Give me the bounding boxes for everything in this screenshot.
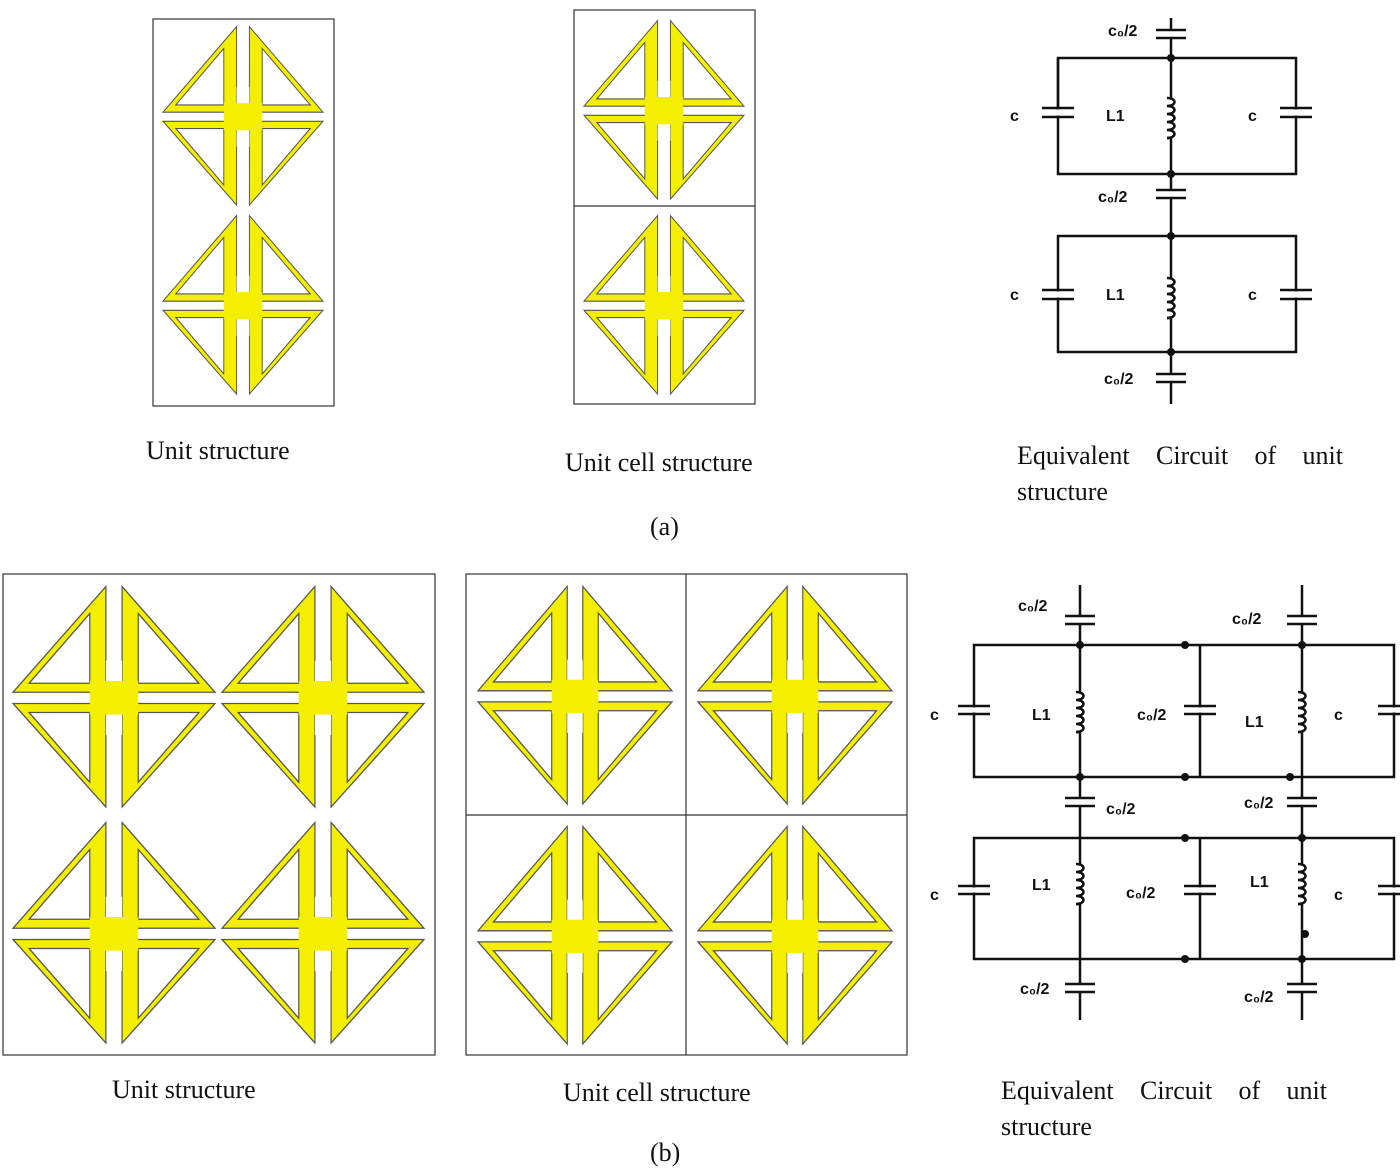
caption-unit-structure-b: Unit structure [112, 1075, 256, 1104]
equivalent-circuit-b [958, 585, 1400, 1020]
label-c0-mid-right-b: c₀/2 [1244, 795, 1274, 812]
label-c-left-b: c [930, 707, 939, 724]
caption-circuit-b: Equivalent Circuit of unit structure [1001, 1076, 1327, 1141]
label-c-left-b2: c [930, 887, 939, 904]
label-c0-top-a: c₀/2 [1108, 23, 1138, 40]
label-c0-top-right-b: c₀/2 [1232, 611, 1262, 628]
panel-tag-b: (b) [650, 1138, 681, 1167]
unit-structure-a [152, 18, 335, 407]
label-c0-mid-left-b: c₀/2 [1106, 801, 1136, 818]
label-c0-top-left-b: c₀/2 [1018, 598, 1048, 615]
unit-cell-b [465, 573, 908, 1056]
equivalent-circuit-a [1042, 18, 1312, 404]
unit-structure-b [2, 573, 436, 1056]
label-l1-right-b2: L1 [1250, 874, 1269, 891]
label-c-right-b: c [1334, 707, 1343, 724]
caption-unit-structure-a: Unit structure [146, 436, 290, 465]
label-c-right-a: c [1248, 108, 1257, 125]
label-l1-left-b: L1 [1032, 707, 1051, 724]
unit-cell-a [573, 9, 756, 405]
label-c-left-a2: c [1010, 287, 1019, 304]
panel-tag-a: (a) [650, 512, 679, 541]
label-c0-bottom-left-b: c₀/2 [1020, 981, 1050, 998]
label-c0-mid-lower-b: c₀/2 [1126, 885, 1156, 902]
label-c-right-b2: c [1334, 887, 1343, 904]
label-c0-bottom-right-b: c₀/2 [1244, 989, 1274, 1006]
label-l1-a: L1 [1106, 108, 1125, 125]
caption-unit-cell-a: Unit cell structure [565, 448, 753, 477]
label-c-right-a2: c [1248, 287, 1257, 304]
label-l1-right-b: L1 [1245, 714, 1264, 731]
label-c-left-a: c [1010, 108, 1019, 125]
label-l1-a2: L1 [1106, 287, 1125, 304]
caption-circuit-a: Equivalent Circuit of unit structure [1017, 441, 1343, 506]
circuit-b-labels: c₀/2 c₀/2 c L1 c₀/2 L1 c c₀/2 c₀/2 c L1 … [930, 598, 1343, 1006]
caption-unit-cell-b: Unit cell structure [563, 1078, 751, 1107]
label-c0-mid-a: c₀/2 [1098, 189, 1128, 206]
label-c0-mid-upper-b: c₀/2 [1137, 707, 1167, 724]
label-c0-bottom-a: c₀/2 [1104, 371, 1134, 388]
label-l1-left-b2: L1 [1032, 877, 1051, 894]
circuit-a-labels: c₀/2 c L1 c c₀/2 c L1 c c₀/2 [1010, 23, 1257, 388]
